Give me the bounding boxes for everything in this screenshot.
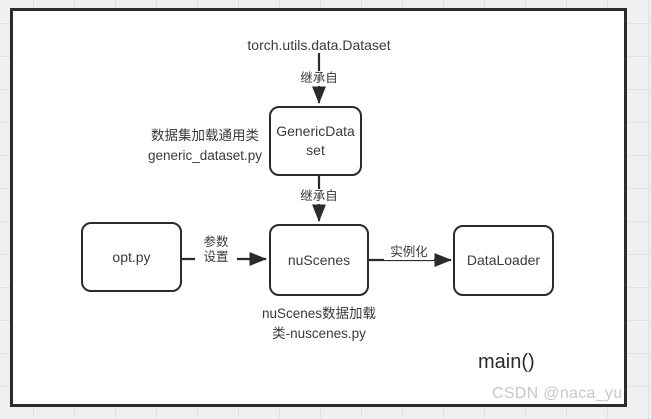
node-dataloader[interactable]: DataLoader (453, 225, 554, 296)
csdn-watermark: CSDN @naca_yu (492, 385, 623, 402)
node-nuscenes[interactable]: nuScenes (269, 224, 369, 296)
diagram-frame: torch.utils.data.Dataset 继承自 继承自 参数 设置 实… (10, 8, 627, 407)
edge-label-inherits-1: 继承自 (289, 71, 349, 86)
dataset-source-label: torch.utils.data.Dataset (247, 37, 391, 53)
edge-label-inherits-2: 继承自 (289, 189, 349, 204)
nuscenes-note: nuScenes数据加载 类-nuscenes.py (261, 306, 377, 341)
generic-dataset-note: 数据集加载通用类 generic_dataset.py (147, 128, 263, 163)
node-opt-py[interactable]: opt.py (81, 222, 182, 292)
main-function-label: main() (478, 351, 535, 373)
edge-label-param-setting: 参数 设置 (195, 235, 237, 265)
edge-label-instantiate: 实例化 (384, 245, 434, 260)
node-generic-dataset[interactable]: GenericData set (269, 106, 362, 176)
